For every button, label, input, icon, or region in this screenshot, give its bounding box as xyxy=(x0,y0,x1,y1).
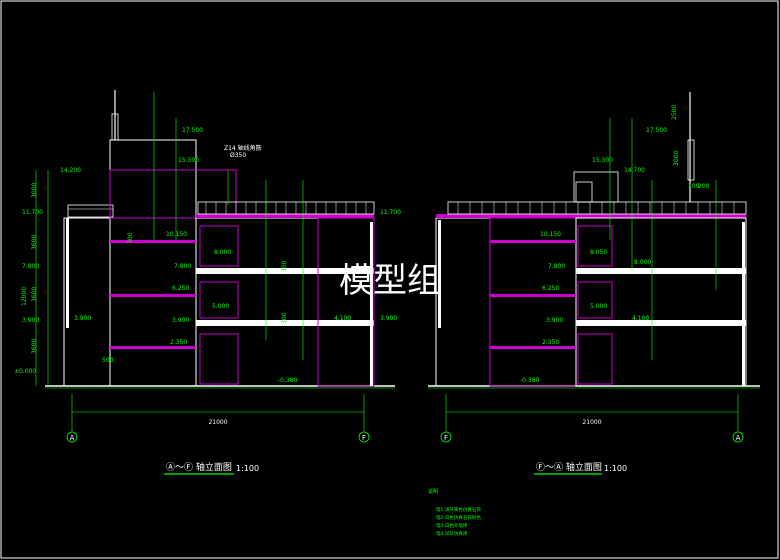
left-elev-2350: 2.350 xyxy=(170,339,187,346)
right-elev-8050: 8.050 xyxy=(590,249,607,256)
legend-item-4: 墙4:深灰仿真砖 xyxy=(436,530,468,537)
right-elevation: F A 21000 17.500 15.300 14.700 10.150 8.… xyxy=(428,92,760,475)
left-dim-3600-c: 3600 xyxy=(31,339,38,354)
legend: 说明 墙1:浅灰黄色仿真石饰 墙2:白色仿真石饰粉色 墙3:白色外墙砖 墙4:深… xyxy=(428,488,481,537)
right-dim-100: 100 xyxy=(688,183,700,190)
left-elev-3900-left: 3.900 xyxy=(74,315,91,322)
left-note-z14: Z14 轴线角筋 xyxy=(224,144,262,152)
right-elev-5000: 5.000 xyxy=(590,303,607,310)
right-elev-minus380: -0.380 xyxy=(520,377,540,384)
left-drawing-title: Ⓐ～Ⓕ 轴立面图 xyxy=(166,461,232,473)
left-elev-0000: ±0.000 xyxy=(14,368,36,375)
right-elev-3900: 3.900 xyxy=(546,317,563,324)
left-elev-minus380: -0.380 xyxy=(278,377,298,384)
left-elev-11700-right: 11.700 xyxy=(380,209,401,216)
left-elev-10150: 10.150 xyxy=(166,231,187,238)
legend-item-1: 墙1:浅灰黄色仿真石饰 xyxy=(436,506,481,513)
left-dim-300-c: 300 xyxy=(127,232,134,244)
left-dim-3900: 3.900 xyxy=(22,317,39,324)
left-axis-label-end: F xyxy=(362,434,366,442)
right-elev-10150: 10.150 xyxy=(540,231,561,238)
left-axis-circle-start xyxy=(66,431,78,443)
legend-heading: 说明 xyxy=(428,488,438,495)
left-elev-17500: 17.500 xyxy=(182,127,203,134)
right-axis-label-end: A xyxy=(736,434,741,442)
left-elevation: A F 21000 17.500 15.300 14.200 11.700 10… xyxy=(14,90,401,475)
left-dim-3600-a: 3600 xyxy=(31,235,38,250)
right-elev-8000: 8.000 xyxy=(634,259,651,266)
right-elev-2350: 2.350 xyxy=(542,339,559,346)
right-roof-band xyxy=(436,214,746,218)
left-dim-300-a: 300 xyxy=(281,260,288,272)
right-elev-6250: 6.250 xyxy=(542,285,559,292)
left-dim-300-b: 300 xyxy=(281,312,288,324)
left-elev-6250: 6.250 xyxy=(172,285,189,292)
left-note-dia: Ø350 xyxy=(230,152,246,159)
left-elev-4100: 4.100 xyxy=(334,315,351,322)
left-elev-14200: 14.200 xyxy=(60,167,81,174)
left-drawing-scale: 1:100 xyxy=(236,464,259,473)
right-elev-4100: 4.100 xyxy=(632,315,649,322)
right-overall-width: 21000 xyxy=(582,419,601,426)
left-roof-railing xyxy=(67,204,114,218)
right-axis-circle-end xyxy=(732,431,744,443)
right-axis-circle-start xyxy=(440,431,452,443)
right-elev-17500: 17.500 xyxy=(646,127,667,134)
right-dim-200: 200 xyxy=(698,183,710,190)
legend-item-3: 墙3:白色外墙砖 xyxy=(436,522,468,529)
left-elev-11700: 11.700 xyxy=(22,209,43,216)
left-dim-3600-b: 3600 xyxy=(31,287,38,302)
right-dim-3000: 3000 xyxy=(673,151,680,166)
left-dim-3000: 3000 xyxy=(31,183,38,198)
right-elev-15300: 15.300 xyxy=(592,157,613,164)
left-elev-15300: 15.300 xyxy=(178,157,199,164)
right-elev-14700: 14.700 xyxy=(624,167,645,174)
left-dim-500: 500 xyxy=(102,357,114,364)
left-axis-label-start: A xyxy=(70,434,75,442)
right-elev-7800: 7.800 xyxy=(548,263,565,270)
right-roof-railing xyxy=(447,201,747,215)
left-axis-circle-end xyxy=(358,431,370,443)
left-main-block xyxy=(195,217,375,387)
left-wing-wall xyxy=(66,218,69,328)
legend-item-2: 墙2:白色仿真石饰粉色 xyxy=(436,514,481,521)
left-overall-width: 21000 xyxy=(208,419,227,426)
left-elev-3900-right: 3.900 xyxy=(380,315,397,322)
left-elev-3900: 3.900 xyxy=(172,317,189,324)
right-drawing-title: Ⓕ～Ⓐ 轴立面图 xyxy=(536,461,602,473)
left-upper-block xyxy=(109,169,237,219)
watermark-text: 模型组 xyxy=(339,261,441,301)
right-dim-2500: 2500 xyxy=(671,105,678,120)
right-axis-label-start: F xyxy=(444,434,448,442)
left-elev-5000: 5.000 xyxy=(212,303,229,310)
right-drawing-scale: 1:100 xyxy=(604,464,627,473)
left-elev-7800: 7.800 xyxy=(174,263,191,270)
left-elev-8000: 8.000 xyxy=(214,249,231,256)
left-dim-12000: 12000 xyxy=(21,287,28,306)
right-middle-block xyxy=(489,217,577,387)
right-main-block xyxy=(575,217,747,387)
left-dim-7800: 7.800 xyxy=(22,263,39,270)
